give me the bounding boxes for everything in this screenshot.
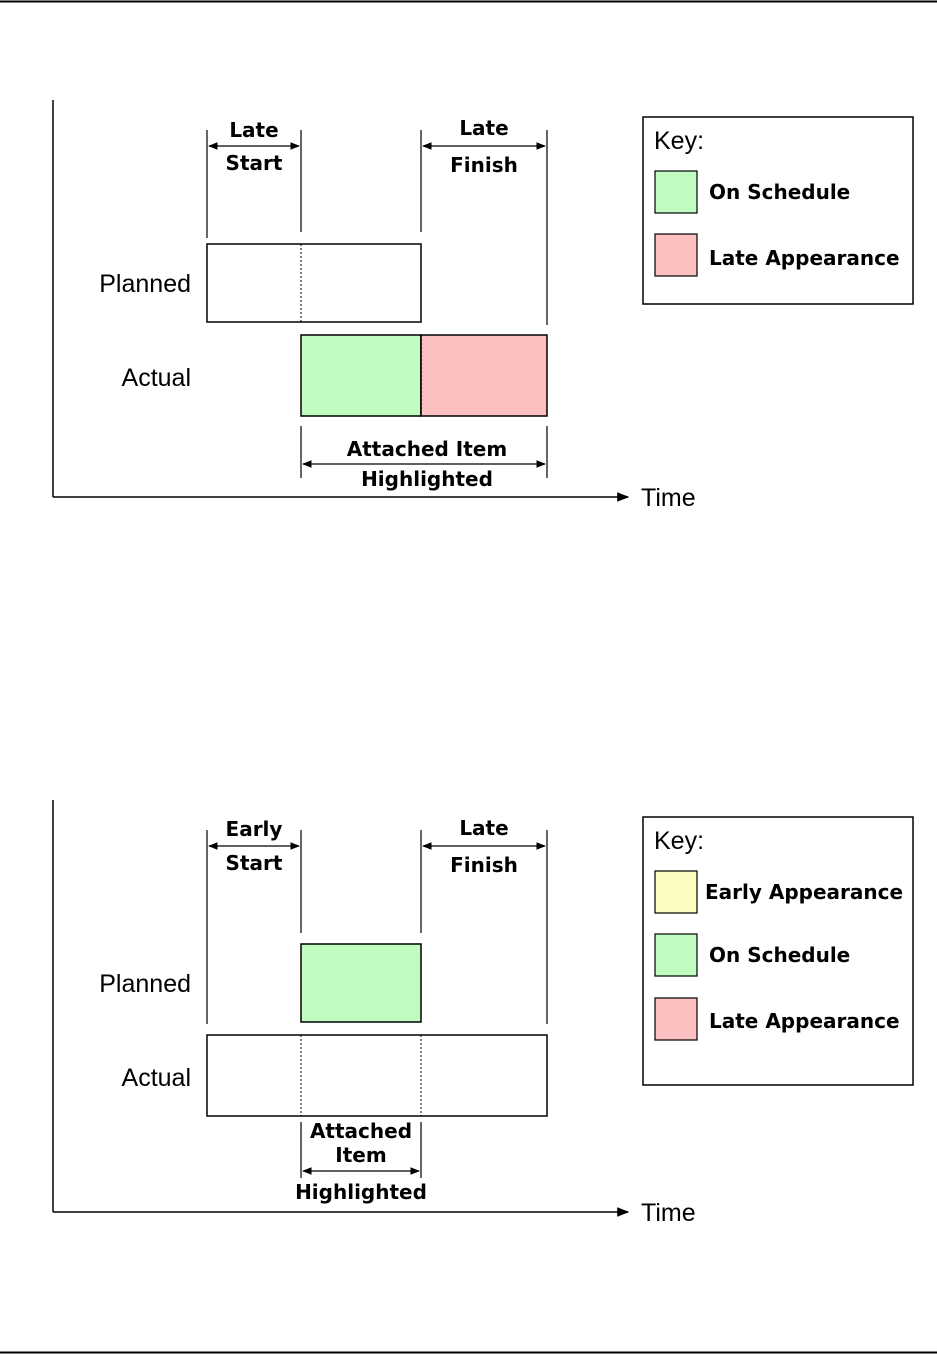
key-swatch-on-schedule (654, 170, 698, 214)
planned-on-schedule-bar (300, 943, 422, 1023)
actual-bar (206, 1034, 548, 1117)
key-label-on-schedule: On Schedule (709, 180, 850, 204)
late-finish-label-1: Late (459, 116, 508, 140)
key-swatch-late (654, 997, 698, 1041)
key-label-late: Late Appearance (709, 1009, 900, 1033)
late-finish-label-2: Finish (450, 153, 518, 177)
late-start-label-2: Start (226, 151, 283, 175)
attached-item-label-2: Item (335, 1143, 386, 1167)
key-swatch-early (654, 870, 698, 914)
row-label-planned: Planned (99, 270, 191, 298)
key-legend: Key: Early Appearance On Schedule Late A… (642, 816, 914, 1086)
attached-item-label-2: Highlighted (361, 467, 493, 491)
key-label-early: Early Appearance (705, 880, 903, 904)
time-axis-label: Time (641, 484, 696, 512)
key-label-on-schedule: On Schedule (709, 943, 850, 967)
time-axis-label: Time (641, 1199, 696, 1227)
key-title: Key: (654, 827, 704, 855)
attached-item-label-1: Attached (310, 1119, 412, 1143)
key-swatch-on-schedule (654, 933, 698, 977)
key-legend: Key: On Schedule Late Appearance (642, 116, 914, 305)
diagram-late-start: Time Late Start Late Finish Planned Actu… (52, 100, 914, 512)
attached-item-label-1: Attached Item (347, 437, 507, 461)
key-swatch-late (654, 233, 698, 277)
early-start-label-1: Early (226, 817, 283, 841)
actual-on-schedule-segment (300, 334, 422, 417)
late-start-label-1: Late (229, 118, 278, 142)
actual-late-segment (420, 334, 548, 417)
planned-bar (206, 243, 422, 323)
row-label-actual: Actual (122, 1064, 191, 1092)
late-finish-label-1: Late (459, 816, 508, 840)
late-finish-label-2: Finish (450, 853, 518, 877)
attached-item-label-3: Highlighted (295, 1180, 427, 1204)
early-start-label-2: Start (226, 851, 283, 875)
diagram-early-start: Time Early Start Late Finish Planned Act… (52, 800, 914, 1227)
key-label-late: Late Appearance (709, 246, 900, 270)
key-title: Key: (654, 127, 704, 155)
row-label-planned: Planned (99, 970, 191, 998)
row-label-actual: Actual (122, 364, 191, 392)
